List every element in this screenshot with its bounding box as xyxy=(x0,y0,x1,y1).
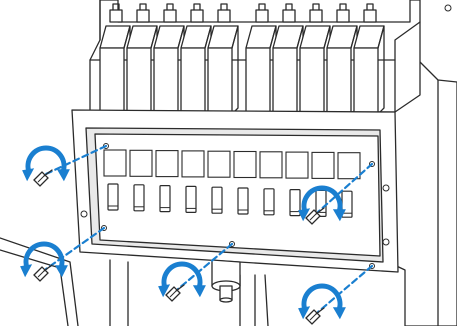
ink-window xyxy=(286,152,308,178)
ink-window xyxy=(156,151,178,177)
guide-line xyxy=(318,266,372,312)
ink-window xyxy=(338,153,360,179)
drain-assembly xyxy=(212,260,240,302)
screw-lower-left xyxy=(20,228,104,281)
ink-window xyxy=(208,151,230,177)
screw-icon xyxy=(34,170,52,186)
ink-window xyxy=(260,152,282,178)
screw-icon xyxy=(166,285,184,301)
ink-window xyxy=(234,152,256,178)
rotation-arrow-icon xyxy=(158,264,206,297)
ink-window xyxy=(104,150,126,176)
screw-bottom-right xyxy=(298,266,372,324)
ink-window xyxy=(130,150,152,176)
ink-window xyxy=(182,151,204,177)
rotation-arrow-icon xyxy=(298,286,346,319)
screw-icon xyxy=(306,308,324,324)
ink-window xyxy=(312,152,334,178)
screw-icon xyxy=(34,265,52,281)
